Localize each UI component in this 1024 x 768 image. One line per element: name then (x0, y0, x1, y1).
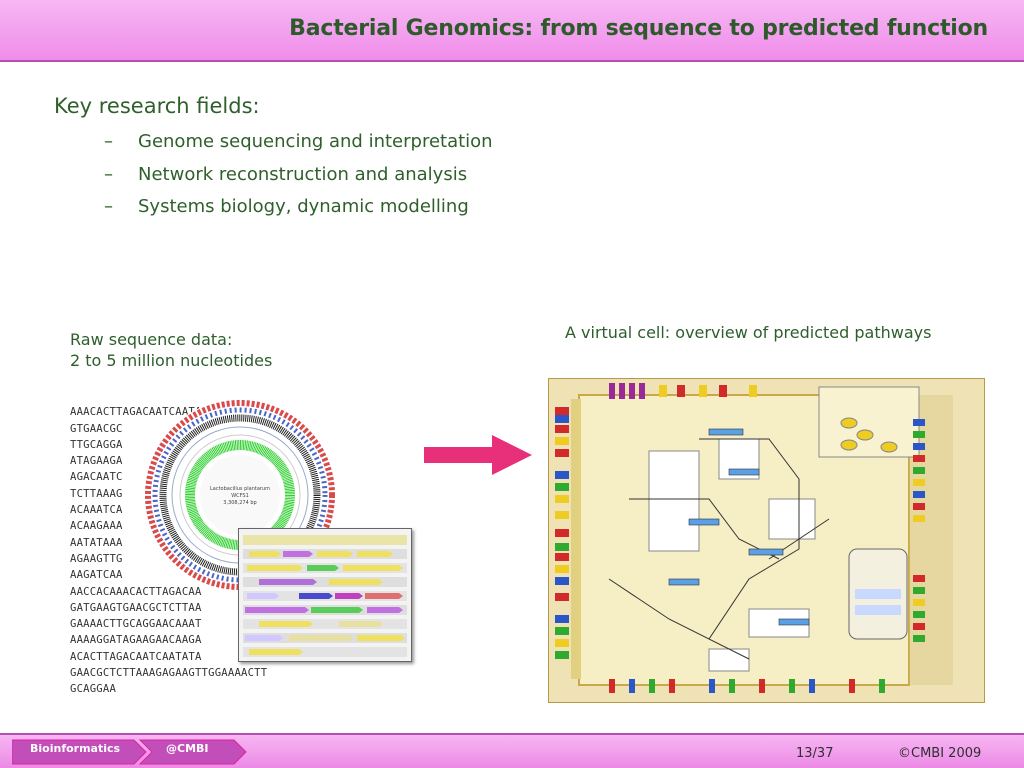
footer-tab-shapes (12, 739, 247, 765)
sequence-line: GAAAACTTGCAGGAACAAAT (70, 618, 202, 631)
sequence-line: AAAAGGATAGAAGAACAAGA (70, 634, 202, 647)
genome-map-label: 3,308,274 bp (223, 500, 256, 506)
key-fields-heading: Key research fields: (54, 94, 260, 118)
bullet-item: –Genome sequencing and interpretation (104, 131, 493, 152)
bullet-item: –Systems biology, dynamic modelling (104, 196, 469, 217)
raw-sequence-caption-line1: Raw sequence data: (70, 330, 233, 349)
sequence-line: GATGAAGTGAACGCTCTTAA (70, 601, 202, 614)
bullet-text: Systems biology, dynamic modelling (138, 196, 469, 217)
bullet-text: Genome sequencing and interpretation (138, 131, 493, 152)
right-arrow-icon (424, 435, 532, 475)
raw-sequence-caption-line2: 2 to 5 million nucleotides (70, 351, 273, 370)
sequence-line: AATATAAA (70, 536, 123, 549)
gene-annotation-snapshot (238, 528, 412, 662)
slide-footer: Bioinformatics @CMBI 13/37 ©CMBI 2009 (0, 733, 1024, 768)
sequence-line: AGAAGTTG (70, 552, 123, 565)
research-fields-list: –Genome sequencing and interpretation –N… (104, 129, 493, 227)
slide-header: Bacterial Genomics: from sequence to pre… (0, 0, 1024, 62)
sequence-line: ACACTTAGACAATCAATATA (70, 650, 202, 663)
copyright: ©CMBI 2009 (898, 746, 982, 761)
slide-title: Bacterial Genomics: from sequence to pre… (289, 16, 988, 41)
virtual-cell-diagram (548, 378, 985, 703)
footer-tab-bioinformatics[interactable]: Bioinformatics (30, 742, 121, 755)
genome-map-label: Lactobacillus plantarum (210, 486, 270, 492)
raw-sequence-caption: Raw sequence data: 2 to 5 million nucleo… (70, 329, 272, 371)
bullet-item: –Network reconstruction and analysis (104, 163, 468, 185)
bullet-text: Network reconstruction and analysis (138, 163, 468, 185)
sequence-line: AACCACAAACACTTAGACAA (70, 585, 202, 598)
virtual-cell-caption: A virtual cell: overview of predicted pa… (565, 323, 932, 342)
genome-map-label: WCFS1 (231, 493, 249, 499)
footer-tab-cmbi[interactable]: @CMBI (166, 742, 209, 755)
page-number: 13/37 (796, 746, 834, 761)
sequence-line: GCAGGAA (70, 683, 117, 696)
sequence-line: AAGATCAA (70, 569, 123, 582)
sequence-line: GAACGCTCTTAAAGAGAAGTTGGAAAACTT (70, 667, 268, 680)
